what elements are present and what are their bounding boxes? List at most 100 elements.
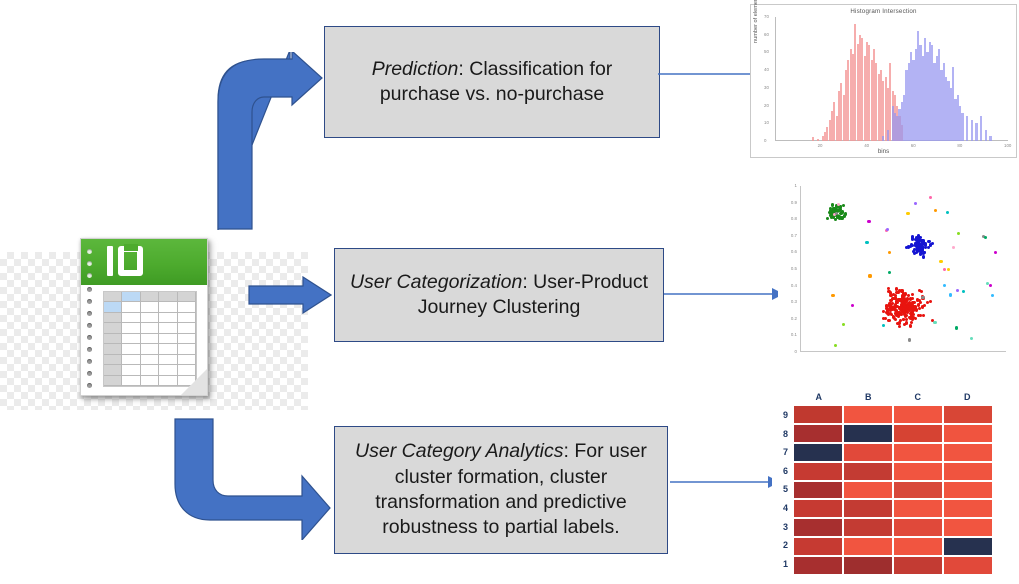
scatter-point xyxy=(895,313,899,318)
heatmap-row-header: 2 xyxy=(782,540,788,551)
heatmap-cell xyxy=(844,557,892,574)
scatter-point xyxy=(906,211,910,215)
histogram-bar xyxy=(863,55,866,141)
scatter-point xyxy=(939,260,943,264)
scatter-point xyxy=(909,320,913,324)
scatter-point xyxy=(921,238,925,242)
doc-grid-cell xyxy=(140,323,160,334)
scatter-point xyxy=(900,289,904,293)
scatter-point xyxy=(920,245,924,249)
connector-arrow-prediction xyxy=(658,68,762,80)
scatter-point xyxy=(881,309,885,313)
heatmap-grid xyxy=(794,406,992,574)
scatter-point xyxy=(909,312,913,316)
scatter-point xyxy=(886,312,891,316)
histogram-bar xyxy=(844,70,848,141)
analytics-body: For user cluster formation, cluster tran… xyxy=(375,440,647,539)
scatter-point xyxy=(921,295,925,299)
doc-grid-cell xyxy=(177,302,196,313)
user-category-analytics-text: User Category Analytics: For user cluste… xyxy=(345,439,657,540)
scatter-point xyxy=(868,274,872,278)
scatter-point xyxy=(882,317,886,321)
scatter-point xyxy=(911,237,915,241)
scatter-point xyxy=(830,203,834,207)
heatmap-cell xyxy=(844,443,892,461)
doc-grid-cell xyxy=(159,344,178,355)
histogram-bar xyxy=(954,98,957,141)
scatter-point xyxy=(993,251,998,255)
scatter-point xyxy=(891,296,895,301)
scatter-point xyxy=(918,236,922,240)
scatter-point xyxy=(899,312,904,316)
histogram-bar xyxy=(891,105,894,141)
scatter-point xyxy=(900,302,904,306)
scatter-y-tick: 0 xyxy=(794,349,797,354)
histogram-bar xyxy=(933,63,936,141)
histogram-bar xyxy=(921,55,924,141)
histogram-y-tick: 10 xyxy=(764,120,769,126)
doc-grid-cell xyxy=(140,312,160,324)
scatter-point xyxy=(911,235,915,239)
scatter-point xyxy=(888,301,892,305)
heatmap-cell xyxy=(944,443,992,461)
scatter-point xyxy=(901,293,906,297)
histogram-y-tick: 40 xyxy=(764,67,769,73)
scatter-point xyxy=(897,289,901,293)
heatmap-cell xyxy=(944,462,992,480)
connector-arrow-analytics xyxy=(670,476,780,488)
heatmap-cell xyxy=(894,424,942,442)
histogram-bar xyxy=(856,43,859,141)
scatter-point xyxy=(909,324,913,328)
scatter-point xyxy=(904,245,908,250)
heatmap-cell xyxy=(844,538,892,556)
doc-grid-cell xyxy=(122,365,141,376)
scatter-point xyxy=(884,304,888,308)
scatter-point xyxy=(910,317,914,321)
histogram-bar xyxy=(970,119,973,141)
histogram-y-tick: 20 xyxy=(764,102,769,108)
histogram-y-axis xyxy=(775,17,776,141)
histogram-bar xyxy=(816,139,820,141)
analytics-separator: : xyxy=(563,440,575,463)
scatter-point xyxy=(906,304,910,308)
scatter-point xyxy=(828,206,832,210)
scatter-point xyxy=(907,294,911,298)
histogram-bar xyxy=(949,87,952,141)
histogram-bar xyxy=(851,54,855,141)
scatter-point xyxy=(915,308,919,312)
scatter-point xyxy=(923,244,927,248)
scatter-point xyxy=(865,240,869,245)
prediction-textbox[interactable]: Prediction: Classification for purchase … xyxy=(324,26,660,138)
user-categorization-textbox[interactable]: User Categorization: User-Product Journe… xyxy=(334,248,664,342)
scatter-point xyxy=(887,318,891,322)
histogram-bar xyxy=(989,135,992,141)
heatmap-cell xyxy=(894,500,942,518)
scatter-point xyxy=(916,298,920,302)
scatter-point xyxy=(956,231,961,235)
histogram-bar xyxy=(861,38,864,141)
histogram-bar xyxy=(912,59,915,141)
scatter-point xyxy=(891,307,895,311)
scatter-point xyxy=(923,250,927,255)
scatter-point xyxy=(922,240,926,244)
scatter-point xyxy=(897,310,901,315)
histogram-xlabel: bins xyxy=(877,148,890,155)
scatter-point xyxy=(901,308,905,312)
heatmap-cell xyxy=(844,462,892,480)
histogram-bar xyxy=(837,91,841,141)
scatter-point xyxy=(921,255,926,259)
scatter-point xyxy=(917,298,922,302)
scatter-point xyxy=(895,300,899,304)
histogram-bar xyxy=(879,70,883,141)
scatter-point xyxy=(928,299,932,303)
scatter-point xyxy=(893,297,897,301)
scatter-point xyxy=(908,338,912,342)
histogram-x-tick: 20 xyxy=(817,143,823,148)
doc-grid-cell xyxy=(159,292,178,303)
user-category-analytics-textbox[interactable]: User Category Analytics: For user cluste… xyxy=(334,426,668,554)
scatter-point xyxy=(919,289,923,293)
doc-grid-cell xyxy=(177,323,196,334)
scatter-point xyxy=(916,240,921,244)
heatmap-cell xyxy=(894,557,942,574)
